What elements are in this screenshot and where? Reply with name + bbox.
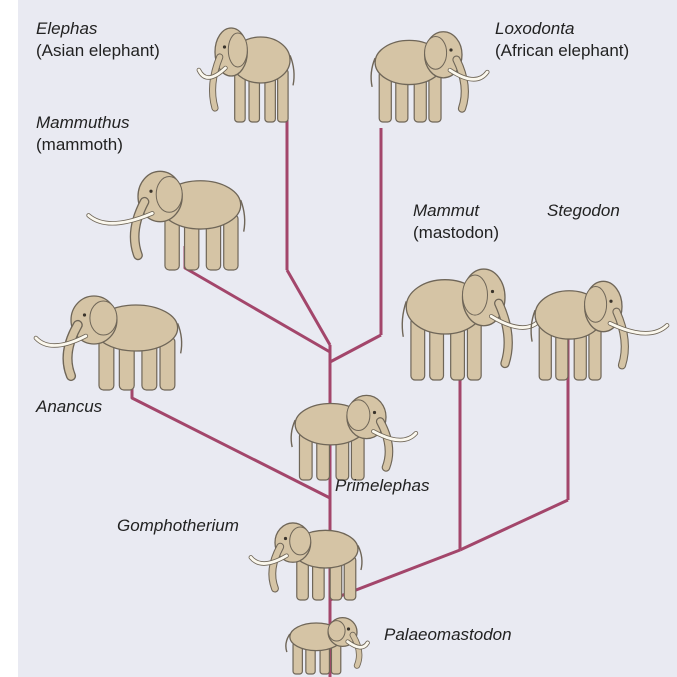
ear (228, 33, 247, 67)
ear (347, 400, 370, 431)
common-name: (mastodon) (413, 222, 499, 244)
eye (83, 313, 86, 316)
gomphotherium-illustration (251, 523, 362, 600)
label-gomphotherium: Gomphotherium (117, 515, 239, 537)
genus-name: Primelephas (335, 475, 430, 497)
genus-name: Gomphotherium (117, 515, 239, 537)
genus-name: Loxodonta (495, 18, 629, 40)
common-name: (African elephant) (495, 40, 629, 62)
genus-name: Palaeomastodon (384, 624, 512, 646)
label-mammuthus: Mammuthus (mammoth) (36, 112, 130, 156)
branch-elephas-stem (287, 270, 330, 345)
anancus-illustration (36, 296, 182, 390)
mammuthus-illustration (89, 171, 245, 270)
eye (449, 48, 452, 51)
ear (290, 527, 311, 555)
ear (585, 287, 607, 323)
eye (609, 300, 612, 303)
genus-name: Mammut (413, 200, 499, 222)
loxodonta-illustration (371, 32, 487, 122)
ear (156, 177, 182, 213)
label-stegodon: Stegodon (547, 200, 620, 222)
label-loxodonta: Loxodonta (African elephant) (495, 18, 629, 62)
eye (491, 290, 494, 293)
eye (149, 190, 152, 193)
branch-stegodon-stem (460, 500, 568, 550)
stegodon-illustration (531, 281, 667, 380)
palaeomastodon-illustration (286, 618, 368, 674)
branch-loxodonta-stem (330, 335, 381, 362)
eye (284, 537, 287, 540)
common-name: (Asian elephant) (36, 40, 160, 62)
eye (347, 627, 350, 630)
label-palaeomastodon: Palaeomastodon (384, 624, 512, 646)
genus-name: Stegodon (547, 200, 620, 222)
label-mammut: Mammut (mastodon) (413, 200, 499, 244)
label-elephas: Elephas (Asian elephant) (36, 18, 160, 62)
primelephas-illustration (291, 395, 416, 480)
genus-name: Mammuthus (36, 112, 130, 134)
eye (223, 45, 226, 48)
ear (328, 621, 345, 641)
common-name: (mammoth) (36, 134, 130, 156)
genus-name: Elephas (36, 18, 160, 40)
ear (90, 301, 117, 335)
elephas-illustration (199, 28, 294, 122)
eye (373, 411, 376, 414)
mammut-illustration (402, 269, 541, 380)
genus-name: Anancus (36, 396, 102, 418)
ear (463, 275, 488, 315)
ear (425, 37, 447, 70)
label-anancus: Anancus (36, 396, 102, 418)
label-primelephas: Primelephas (335, 475, 430, 497)
